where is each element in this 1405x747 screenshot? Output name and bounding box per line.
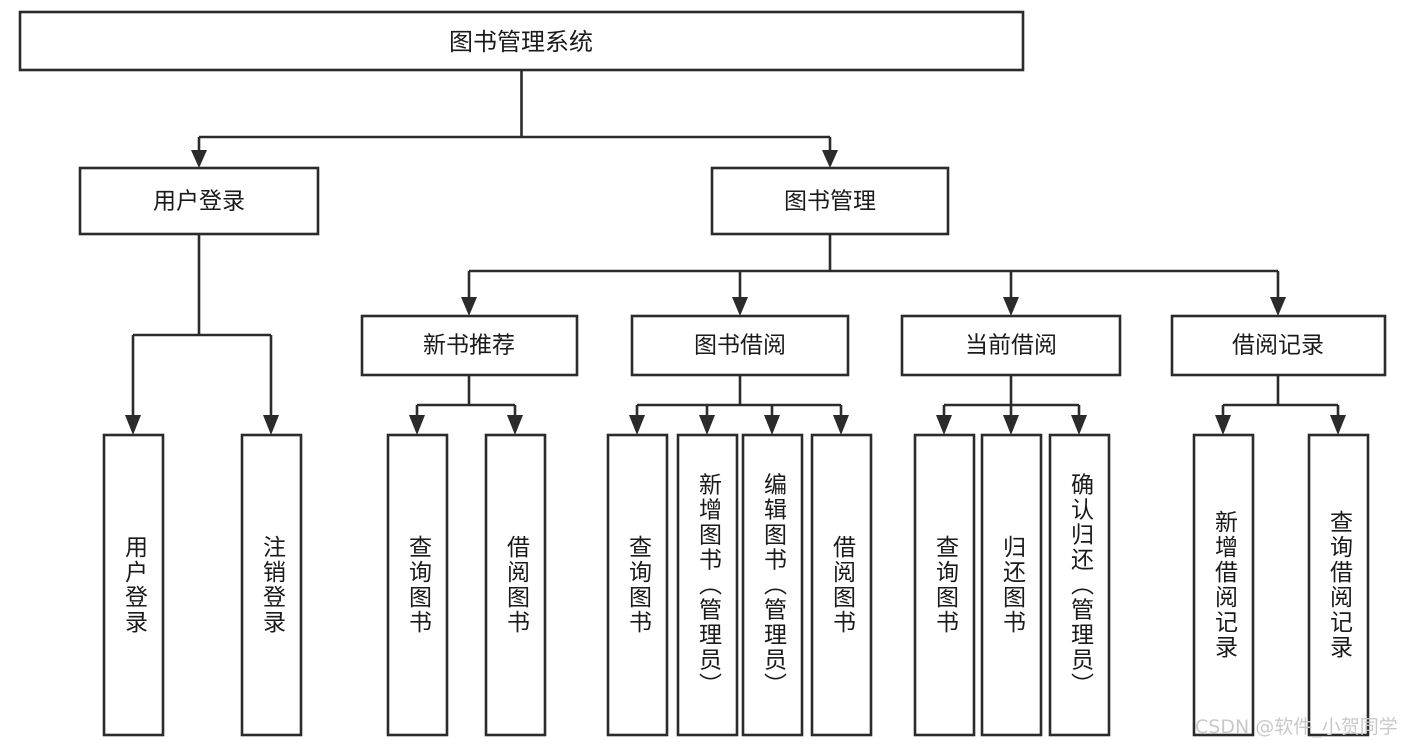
leaf-new-book-recommend-1-box[interactable] — [484, 433, 547, 737]
leaf-book-borrow-3-label: 借阅图书 — [829, 535, 857, 635]
leaf-user-login-1[interactable]: 注销登录 — [240, 433, 303, 737]
leaf-new-book-recommend-0[interactable]: 查询图书 — [386, 433, 449, 737]
leaf-user-login-0-box[interactable] — [102, 433, 165, 737]
leaf-borrow-record-1[interactable]: 查询借阅记录 — [1307, 433, 1370, 737]
leaf-user-login-0[interactable]: 用户登录 — [102, 433, 165, 737]
leaf-new-book-recommend-1[interactable]: 借阅图书 — [484, 433, 547, 737]
node-current-borrow-label: 当前借阅 — [965, 333, 1057, 359]
leaf-borrow-record-0[interactable]: 新增借阅记录 — [1192, 433, 1255, 737]
arrow-current-leaf-2 — [1071, 415, 1087, 435]
arrow-lvl3-0 — [461, 297, 477, 316]
leaf-book-borrow-0[interactable]: 查询图书 — [606, 433, 669, 737]
arrow-user-login-leaf-0 — [125, 415, 141, 435]
leaf-book-borrow-0-box[interactable] — [606, 433, 669, 737]
leaf-book-borrow-1-box[interactable] — [676, 433, 739, 737]
arrow-user-login — [191, 150, 207, 168]
node-book-management-box[interactable] — [710, 166, 950, 236]
leaf-borrow-record-1-box[interactable] — [1307, 433, 1370, 737]
arrow-user-login-leaf-1 — [263, 415, 279, 435]
leaf-current-borrow-1-label: 归还图书 — [999, 535, 1027, 635]
node-user-login[interactable]: 用户登录 — [78, 166, 320, 236]
leaf-current-borrow-0[interactable]: 查询图书 — [913, 433, 976, 737]
arrow-current-leaf-0 — [936, 415, 952, 435]
csdn-watermark: CSDN @软件_小贺同学 — [1195, 716, 1398, 738]
arrow-newbook-leaf-0 — [409, 415, 425, 435]
leaf-current-borrow-1-box[interactable] — [980, 433, 1043, 737]
node-new-book-recommend-box[interactable] — [360, 314, 579, 377]
leaf-book-borrow-2-box[interactable] — [741, 433, 804, 737]
arrow-borrow-leaf-0 — [629, 415, 645, 435]
node-book-borrow-label: 图书借阅 — [694, 333, 786, 359]
leaf-book-borrow-1-label: 新增图书（管理员） — [695, 473, 723, 698]
leaf-borrow-record-0-label: 新增借阅记录 — [1211, 510, 1239, 660]
leaf-new-book-recommend-0-label: 查询图书 — [405, 535, 433, 635]
node-root[interactable]: 图书管理系统 — [18, 10, 1025, 72]
arrow-borrow-leaf-1 — [699, 415, 715, 435]
arrow-borrow-leaf-2 — [764, 415, 780, 435]
node-book-management[interactable]: 图书管理 — [710, 166, 950, 236]
arrow-record-leaf-1 — [1330, 415, 1346, 435]
arrow-record-leaf-0 — [1215, 415, 1231, 435]
leaf-book-borrow-0-label: 查询图书 — [625, 535, 653, 635]
leaf-book-borrow-1[interactable]: 新增图书（管理员） — [676, 433, 739, 737]
leaf-current-borrow-0-box[interactable] — [913, 433, 976, 737]
arrow-lvl3-3 — [1270, 297, 1286, 316]
arrow-book-mgmt — [822, 150, 838, 168]
node-new-book-recommend[interactable]: 新书推荐 — [360, 314, 579, 377]
node-root-label: 图书管理系统 — [449, 28, 593, 56]
connector-layer — [125, 70, 1346, 435]
leaf-borrow-record-0-box[interactable] — [1192, 433, 1255, 737]
leaf-new-book-recommend-1-label: 借阅图书 — [503, 535, 531, 635]
leaf-user-login-1-label: 注销登录 — [259, 535, 287, 635]
node-book-management-label: 图书管理 — [784, 189, 876, 215]
leaf-new-book-recommend-0-box[interactable] — [386, 433, 449, 737]
node-borrow-record-label: 借阅记录 — [1232, 333, 1324, 359]
node-book-borrow-box[interactable] — [630, 314, 850, 377]
node-book-borrow[interactable]: 图书借阅 — [630, 314, 850, 377]
arrow-current-leaf-1 — [1003, 415, 1019, 435]
node-current-borrow[interactable]: 当前借阅 — [900, 314, 1122, 377]
node-user-login-label: 用户登录 — [153, 189, 245, 215]
leaf-current-borrow-0-label: 查询图书 — [932, 535, 960, 635]
node-user-login-box[interactable] — [78, 166, 320, 236]
leaf-book-borrow-2[interactable]: 编辑图书（管理员） — [741, 433, 804, 737]
leaf-book-borrow-3[interactable]: 借阅图书 — [810, 433, 873, 737]
node-current-borrow-box[interactable] — [900, 314, 1122, 377]
arrow-borrow-leaf-3 — [833, 415, 849, 435]
arrow-lvl3-2 — [1003, 297, 1019, 316]
leaf-book-borrow-2-label: 编辑图书（管理员） — [760, 473, 788, 698]
leaf-borrow-record-1-label: 查询借阅记录 — [1326, 510, 1354, 660]
node-root-box[interactable] — [18, 10, 1025, 72]
leaf-current-borrow-2-label: 确认归还（管理员） — [1067, 473, 1095, 698]
node-new-book-recommend-label: 新书推荐 — [423, 333, 515, 359]
leaf-book-borrow-3-box[interactable] — [810, 433, 873, 737]
leaf-current-borrow-2[interactable]: 确认归还（管理员） — [1048, 433, 1111, 737]
leaf-current-borrow-2-box[interactable] — [1048, 433, 1111, 737]
leaf-user-login-0-label: 用户登录 — [121, 535, 149, 635]
leaf-current-borrow-1[interactable]: 归还图书 — [980, 433, 1043, 737]
node-borrow-record-box[interactable] — [1170, 314, 1387, 377]
node-borrow-record[interactable]: 借阅记录 — [1170, 314, 1387, 377]
leaf-user-login-1-box[interactable] — [240, 433, 303, 737]
arrow-lvl3-1 — [732, 297, 748, 316]
arrow-newbook-leaf-1 — [507, 415, 523, 435]
